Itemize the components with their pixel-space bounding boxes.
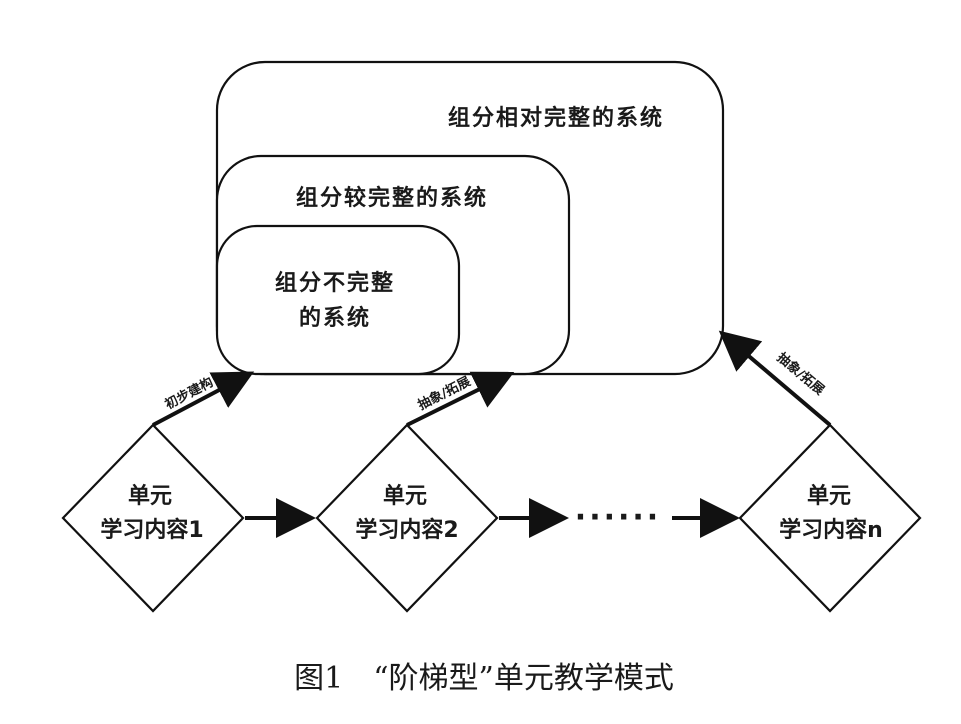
unit-2-diamond: [315, 423, 499, 613]
unit-2-label-line2: 学习内容2: [355, 517, 458, 543]
unit-n-label-line1: 单元: [807, 484, 851, 509]
figure-caption: 图1 “阶梯型”单元教学模式: [294, 661, 674, 696]
arrow-unitn-to-outer-system: [718, 330, 832, 427]
build-arrows: [152, 330, 832, 427]
inner-system-box: [215, 224, 461, 376]
unit-n-diamond: [738, 423, 922, 613]
unit-2-label-line1: 单元: [383, 484, 427, 509]
unit-1-label-line1: 单元: [128, 484, 172, 509]
inner-system-label-line1: 组分不完整: [275, 270, 395, 296]
unit-n-label-line2: 学习内容n: [779, 517, 883, 543]
unit-1-label-line2: 学习内容1: [100, 517, 203, 543]
arrow-unit2-to-middle-system: [406, 371, 515, 427]
outer-system-label: 组分相对完整的系统: [448, 105, 664, 131]
edge-label-abstract-extend-2: 抽象/拓展: [774, 350, 829, 399]
system-boxes: [215, 60, 725, 376]
ellipsis: ······: [575, 500, 661, 535]
unit-diamonds: [61, 423, 922, 613]
inner-system-label-line2: 的系统: [299, 305, 371, 331]
unit-1-diamond: [61, 423, 245, 613]
arrow-unit1-to-inner-system: [152, 371, 255, 427]
middle-system-label: 组分较完整的系统: [296, 185, 488, 211]
